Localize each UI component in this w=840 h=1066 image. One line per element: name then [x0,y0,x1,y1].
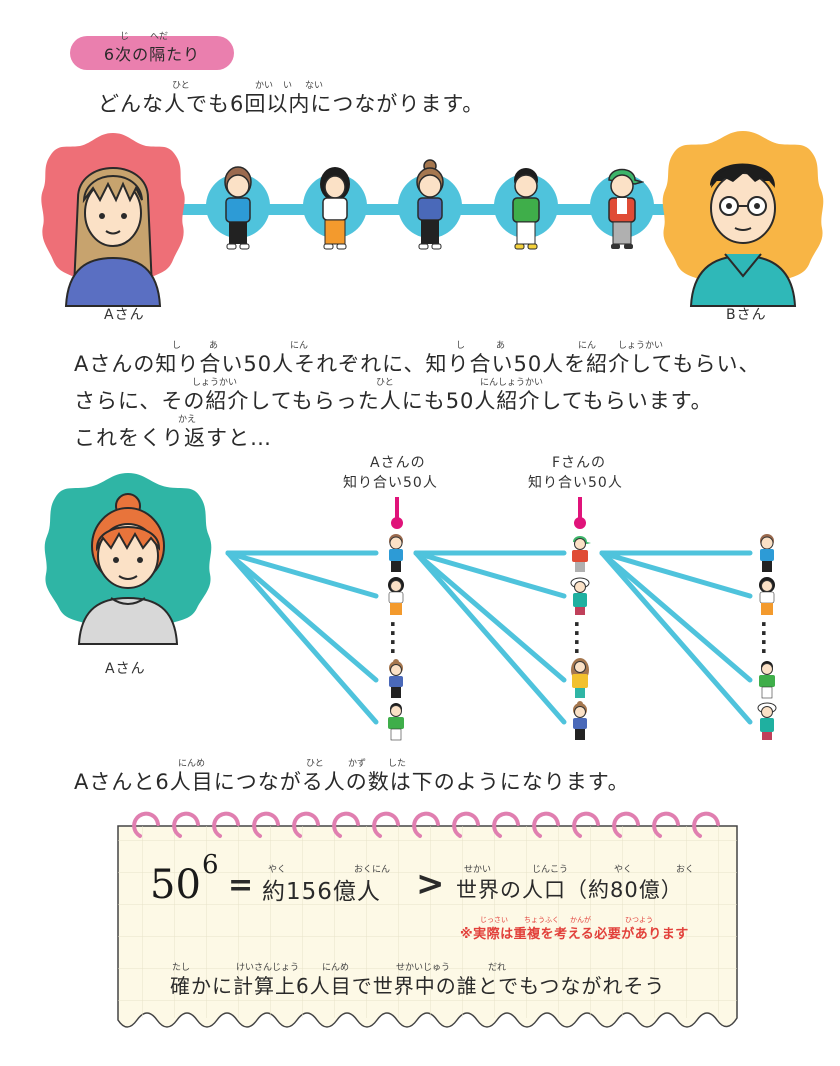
mini-person [389,534,403,572]
notebook-paper [117,811,738,1028]
mini-person [571,658,589,698]
equation-exponent: 6 [202,850,219,880]
marker-dot-f [574,517,586,529]
group-label-a-line2: 知り合い50人 [343,475,438,491]
equals-sign: = [228,868,254,903]
lead-ruby-hito: ひと [172,81,190,91]
lead-ruby-kai: かい [255,81,274,91]
ruby: けいさんじょう [236,963,300,973]
ruby: にんしょうかい [480,378,544,388]
ellipsis-dots: ···· [760,612,768,663]
ruby: かんが [570,916,591,924]
conclusion-text: 確かに計算上6人目で世界中の誰とでもつながれそう [170,974,666,998]
ruby: し [172,341,182,351]
mini-person [760,534,774,572]
explanation-line-3: これをくり返すと… [74,426,272,450]
ruby: ひつよう [625,916,653,924]
ruby: した [388,759,407,769]
group-label-f-line2: 知り合い50人 [528,475,623,491]
section-tag-label: 6次の隔たり [103,45,201,64]
ruby: ちょうふく [524,916,559,924]
equation-base: 50 [150,862,201,908]
ruby: やく [614,865,633,875]
ruby: かえ [178,415,197,425]
ruby: にん [578,341,597,351]
tree-links [225,550,753,725]
ruby: じんこう [532,865,569,875]
person-b-avatar [662,131,824,307]
ruby: しょうかい [618,341,664,351]
ruby: にんめ [322,963,350,973]
person-a-avatar [41,133,185,307]
marker-dot-a [391,517,403,529]
person-a-avatar-2 [44,473,212,645]
marker-pin-a [395,497,399,521]
world-population-comparison: 世界の人口（約80億） [456,878,683,902]
mini-person [388,577,404,615]
ruby: やく [268,865,287,875]
section-tag-ruby-heda: へだ [150,32,169,42]
person-b-label: Bさん [726,307,767,323]
person-icon-3 [416,159,444,250]
person-icon-5 [608,168,644,249]
ruby: ひと [376,378,394,388]
explanation-line-1: Aさんの知り合い50人それぞれに、知り合い50人を紹介してもらい、 [74,352,761,376]
ruby: おく [676,865,695,875]
marker-pin-f [578,497,582,521]
lead-ruby-nai: ない [305,81,324,91]
greater-than-sign: > [416,864,445,904]
ruby: にんめ [178,759,206,769]
group-label-f-line1: Fさんの [552,455,607,471]
person-icon-1 [224,166,252,250]
mini-person [759,577,775,615]
group-label-a-line1: Aさんの [370,455,426,471]
section-tag-ruby-ji: じ [120,32,130,42]
ruby: おくにん [354,865,391,875]
person-icon-4 [512,168,540,250]
mini-person [757,702,777,740]
ellipsis-dots: ···· [389,612,397,663]
ruby: あ [496,341,506,351]
ruby: し [456,341,466,351]
ruby: せかいじゅう [396,963,451,973]
ruby: じっさい [480,916,508,924]
ruby: ひと [306,759,324,769]
section-tag: 6次の隔たり [70,36,234,70]
ellipsis-dots: ···· [573,612,581,663]
lead-ruby-i: い [283,81,293,91]
ruby: せかい [464,865,492,875]
ruby: たし [172,963,191,973]
summary-sentence: Aさんと6人目につながる人の数は下のようになります。 [74,770,630,794]
person-a-label: Aさん [104,307,145,323]
mini-person [389,659,403,698]
person-icon-2 [320,167,350,250]
mini-person [759,661,775,699]
explanation-line-2: さらに、その紹介してもらった人にも50人紹介してもらいます。 [74,389,713,413]
ruby: かず [348,759,367,769]
mini-person [572,536,591,572]
root-person-label: Aさん [105,661,146,677]
mini-person [388,703,404,741]
lead-sentence: どんな人でも6回以内につながります。 [98,92,485,116]
duplication-note: ※実際は重複を考える必要があります [460,927,689,942]
mini-person [570,577,590,615]
ruby: あ [209,341,219,351]
result-value: 約156億人 [262,879,381,905]
ruby: しょうかい [192,378,238,388]
ruby: だれ [488,963,507,973]
ruby: にん [290,341,309,351]
mini-person [573,701,587,740]
